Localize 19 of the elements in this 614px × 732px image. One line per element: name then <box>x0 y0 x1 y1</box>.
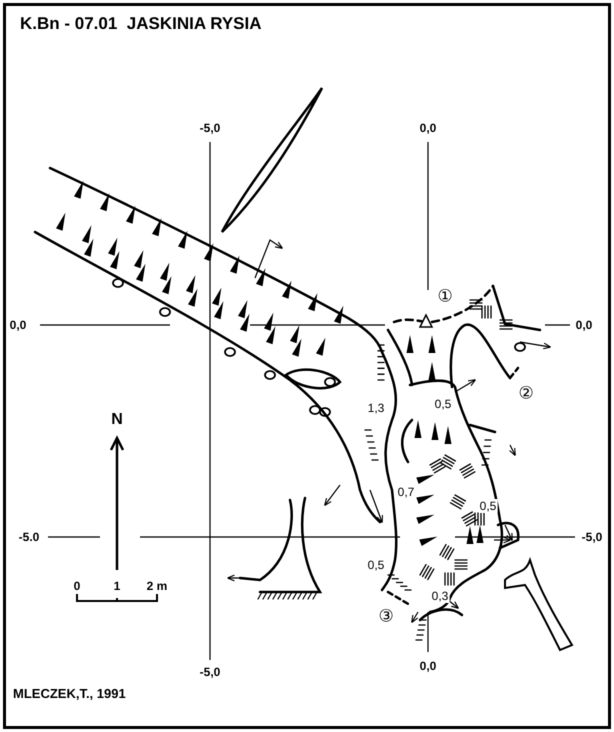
grid-coordinate: -5.0 <box>18 530 40 544</box>
depth-value: 0,5 <box>478 499 498 513</box>
grid-coordinate: -5,0 <box>198 121 222 135</box>
scale-number: 2 m <box>146 579 168 593</box>
depth-value: 0,5 <box>434 397 452 411</box>
grid-coordinate: 0,0 <box>574 318 594 332</box>
depth-value: 0,7 <box>396 485 416 499</box>
scale-number: 0 <box>72 579 82 593</box>
map-title: K.Bn - 07.01 JASKINIA RYSIA <box>20 14 262 34</box>
grid-coordinate: -5,0 <box>198 665 222 679</box>
author-credit: MLECZEK,T., 1991 <box>13 686 126 701</box>
depth-value: 0,3 <box>430 589 450 603</box>
scale-number: 1 <box>112 579 122 593</box>
grid-coordinate: -5,0 <box>580 530 604 544</box>
grid-coordinate: 0,0 <box>418 659 438 673</box>
depth-value: 0,5 <box>366 558 386 572</box>
grid-coordinate: 0,0 <box>418 121 438 135</box>
grid-coordinate: 0,0 <box>8 318 28 332</box>
depth-value: 1,3 <box>366 401 386 415</box>
